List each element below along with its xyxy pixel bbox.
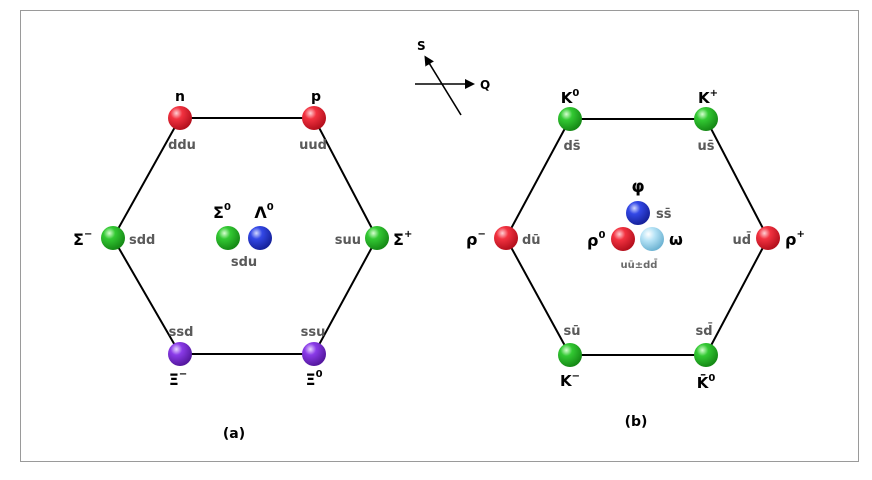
center-quark-a: sdu: [231, 255, 257, 270]
sigma-plus-quark: suu: [335, 233, 361, 248]
sigma-plus-label: Σ+: [393, 229, 412, 249]
proton-quark: uud: [299, 138, 327, 153]
q-axis-label: Q: [480, 78, 490, 92]
caption-b: (b): [625, 414, 648, 430]
axis-indicator: S Q: [415, 39, 490, 116]
panel-b-meson-nonet: K0 ds̄ K+ us̄ ρ− dū ρ+ ud̄ φ ss̄ ρ0 ω uū…: [466, 88, 805, 430]
k-zero-bar-sphere: [694, 343, 718, 367]
k-zero-label: K0: [561, 88, 580, 107]
neutron-quark: ddu: [168, 138, 196, 153]
k-zero-bar-quark: sd̄: [695, 323, 712, 339]
sigma-minus-sphere: [101, 226, 125, 250]
k-minus-sphere: [558, 343, 582, 367]
omega-label: ω: [669, 230, 683, 249]
figure-frame: [20, 10, 859, 462]
neutron-sphere: [168, 106, 192, 130]
s-axis-label: S: [417, 39, 426, 53]
sigma-zero-label: Σ0: [213, 202, 231, 222]
rho-plus-quark: ud̄: [732, 232, 751, 248]
k-plus-label: K+: [698, 88, 718, 107]
k-zero-sphere: [558, 107, 582, 131]
rho-plus-label: ρ+: [785, 229, 805, 249]
sigma-zero-sphere: [216, 226, 240, 250]
center-quark-b: uū±dd̄: [621, 258, 659, 271]
xi-minus-quark: ssd: [169, 325, 194, 340]
rho-zero-label: ρ0: [587, 230, 605, 250]
sigma-minus-quark: sdd: [129, 233, 155, 248]
xi-zero-sphere: [302, 342, 326, 366]
k-plus-quark: us̄: [698, 139, 715, 154]
rho-minus-sphere: [494, 226, 518, 250]
sigma-plus-sphere: [365, 226, 389, 250]
k-zero-bar-label: K̄0: [697, 372, 716, 392]
xi-minus-sphere: [168, 342, 192, 366]
neutron-label: n: [175, 89, 185, 105]
caption-a: (a): [223, 426, 245, 442]
omega-sphere: [640, 227, 664, 251]
k-plus-sphere: [694, 107, 718, 131]
phi-label: φ: [631, 177, 644, 197]
proton-sphere: [302, 106, 326, 130]
rho-minus-label: ρ−: [466, 229, 486, 249]
proton-label: p: [311, 89, 321, 105]
xi-minus-label: Ξ−: [169, 369, 188, 389]
rho-zero-sphere: [611, 227, 635, 251]
k-minus-label: K−: [560, 371, 580, 390]
sigma-minus-label: Σ−: [73, 229, 92, 249]
k-zero-quark: ds̄: [563, 139, 580, 154]
hexagon-b: [504, 118, 770, 356]
xi-zero-label: Ξ0: [305, 369, 322, 389]
lambda-zero-sphere: [248, 226, 272, 250]
s-axis-arrow: [424, 55, 462, 116]
k-minus-quark: sū: [564, 324, 581, 339]
phi-sphere: [626, 201, 650, 225]
rho-plus-sphere: [756, 226, 780, 250]
xi-zero-quark: ssu: [301, 325, 326, 340]
panel-a-baryon-octet: n ddu p uud Σ− sdd Σ+ suu Σ0 Λ0 sdu ssd …: [73, 89, 412, 442]
lambda-zero-label: Λ0: [254, 202, 273, 222]
rho-minus-quark: dū: [522, 233, 541, 248]
phi-quark: ss̄: [656, 207, 672, 222]
